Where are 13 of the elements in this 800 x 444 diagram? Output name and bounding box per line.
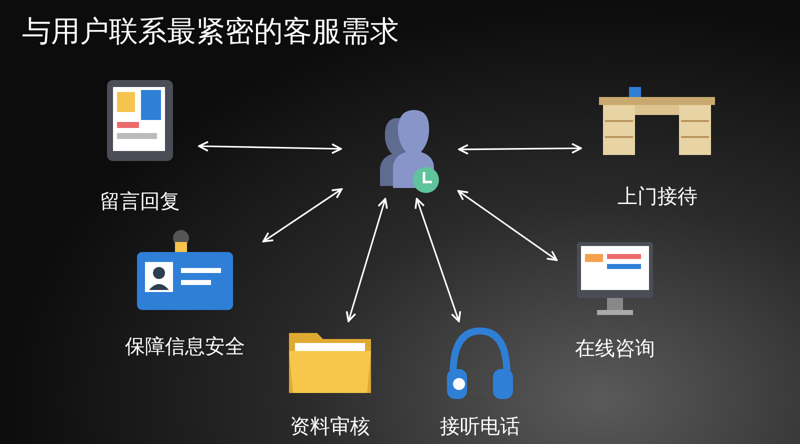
node-label: 接听电话 <box>439 413 521 440</box>
double-arrow <box>457 190 558 261</box>
title: 与用户联系最紧密的客服需求 <box>22 13 399 50</box>
double-arrow <box>414 198 462 322</box>
node-label: 上门接待 <box>616 183 698 210</box>
node-label: 留言回复 <box>99 188 181 215</box>
node-label: 资料审核 <box>289 413 371 440</box>
node-label: 保障信息安全 <box>124 333 246 360</box>
double-arrow <box>198 140 342 154</box>
double-arrow <box>346 198 388 322</box>
node-label: 在线咨询 <box>574 335 656 362</box>
double-arrow <box>458 142 582 155</box>
double-arrow <box>262 188 343 242</box>
